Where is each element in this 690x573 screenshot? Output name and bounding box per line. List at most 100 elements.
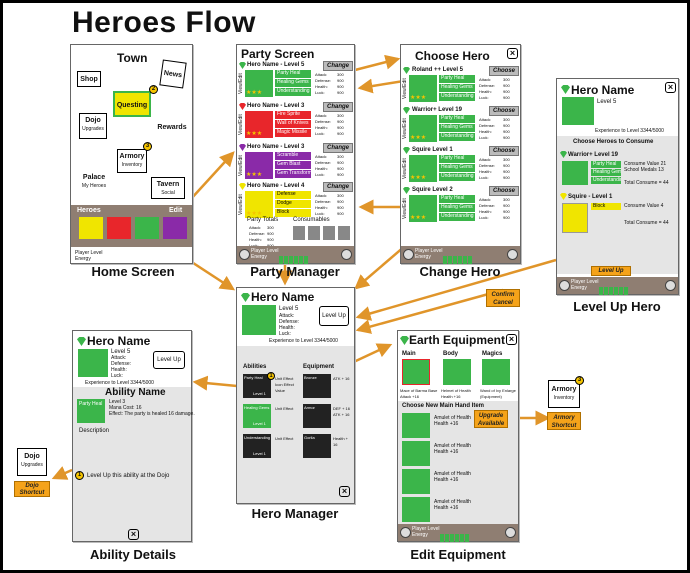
party-view-edit-tab[interactable]: View/Edit — [238, 155, 244, 176]
hero-slot-3[interactable] — [135, 217, 159, 239]
ability-close-button[interactable]: × — [128, 529, 139, 540]
ability-description-label: Description — [79, 428, 110, 434]
equip-main-slot[interactable] — [402, 359, 430, 385]
consumable-slot-4[interactable] — [338, 226, 350, 240]
consumable-slot-2[interactable] — [308, 226, 320, 240]
choose-hero-portrait[interactable] — [409, 115, 437, 142]
armory-shortcut-sub: Inventory — [553, 395, 575, 401]
party-left-circle[interactable] — [239, 249, 250, 260]
party-stat-value: 900 — [337, 84, 344, 89]
levelup-close-button[interactable]: × — [665, 82, 676, 93]
heroman-ability-slot[interactable] — [243, 434, 271, 458]
tavern-building[interactable]: Tavern Social — [151, 177, 185, 199]
hero-slot-2[interactable] — [107, 217, 131, 239]
consumable-slot-1[interactable] — [293, 226, 305, 240]
choose-button[interactable]: Choose — [489, 146, 519, 156]
heroman-equipment-heading: Equipment — [303, 364, 334, 370]
hero-slot-4[interactable] — [163, 217, 187, 239]
party-hero-gem-icon — [239, 183, 246, 190]
c2-portrait[interactable] — [562, 203, 588, 233]
party-hero-portrait[interactable] — [245, 191, 273, 218]
party-view-edit-tab[interactable]: View/Edit — [238, 194, 244, 215]
questing-building[interactable]: Questing — [113, 91, 151, 117]
levelup-button[interactable]: Level Up — [591, 266, 631, 276]
equip-item-slot[interactable] — [402, 497, 430, 522]
party-ability-pill: Understanding — [275, 88, 311, 96]
choose-stat-value: 900 — [503, 95, 510, 100]
heroman-equip-slot[interactable] — [303, 374, 331, 398]
choose-view-edit-tab[interactable]: View/Edit — [402, 78, 408, 99]
party-stat-label: Health: — [315, 205, 328, 210]
consumable-slot-3[interactable] — [323, 226, 335, 240]
heroman-ability-slot[interactable] — [243, 404, 271, 428]
c1-portrait[interactable] — [562, 161, 588, 185]
heroman-equip-slot[interactable] — [303, 434, 331, 458]
heroman-close-button[interactable]: × — [339, 486, 350, 497]
party-change-button[interactable]: Change — [323, 143, 353, 153]
armory-shortcut-button[interactable]: Armory Shortcut — [547, 412, 581, 430]
party-ability-pill: Block — [275, 209, 311, 217]
party-hero-portrait[interactable] — [245, 111, 273, 138]
party-view-edit-tab[interactable]: View/Edit — [238, 114, 244, 135]
party-hero-portrait[interactable] — [245, 152, 273, 179]
dojo-building[interactable]: Dojo Upgrades — [79, 113, 107, 139]
choose-right-circle[interactable] — [507, 249, 518, 260]
edit-label[interactable]: Edit — [169, 207, 183, 214]
hero-slot-1[interactable] — [79, 217, 103, 239]
armory-building[interactable]: Armory Inventory — [117, 149, 147, 173]
levelup-left-circle[interactable] — [559, 280, 570, 291]
arrow-ability-to-dojo — [51, 466, 73, 480]
dojo-shortcut-building[interactable]: Dojo Upgrades — [17, 448, 47, 476]
ability-levelup-button[interactable]: Level Up — [153, 351, 185, 369]
choose-button[interactable]: Choose — [489, 186, 519, 196]
choose-view-edit-tab[interactable]: View/Edit — [402, 158, 408, 179]
caption-level-up-hero: Level Up Hero — [573, 299, 661, 314]
party-stat-label: Attack: — [315, 72, 328, 77]
choose-view-edit-tab[interactable]: View/Edit — [402, 118, 408, 139]
equip-item-slot[interactable] — [402, 441, 430, 466]
choose-hero-portrait[interactable] — [409, 155, 437, 182]
caption-home: Home Screen — [91, 264, 175, 279]
news-building[interactable]: News — [159, 59, 187, 89]
party-stat-label: Health: — [315, 84, 328, 89]
choose-stat-label: Luck: — [479, 215, 489, 220]
equip-magic-slot[interactable] — [482, 359, 510, 385]
party-hero-portrait[interactable] — [245, 70, 273, 97]
choose-button[interactable]: Choose — [489, 66, 519, 76]
equip-body-slot[interactable] — [443, 359, 471, 385]
choose-stat-label: Health: — [479, 209, 492, 214]
palace-building[interactable]: Palace My Heroes — [77, 171, 111, 193]
choose-close-button[interactable]: × — [507, 48, 518, 59]
shop-building[interactable]: Shop — [77, 71, 101, 87]
upgrade-available-badge[interactable]: Upgrade Available — [474, 410, 508, 428]
choose-view-edit-tab[interactable]: View/Edit — [402, 198, 408, 219]
dojo-shortcut-button[interactable]: Dojo Shortcut — [14, 481, 50, 497]
heroman-levelup-button[interactable]: Level Up — [319, 306, 349, 326]
party-view-edit-tab[interactable]: View/Edit — [238, 73, 244, 94]
armory-shortcut-building[interactable]: Armory Inventory — [548, 380, 580, 408]
heroman-exp: Experience to Level 3344/5000 — [269, 338, 338, 344]
choose-button[interactable]: Choose — [489, 106, 519, 116]
party-right-circle[interactable] — [341, 249, 352, 260]
party-change-button[interactable]: Change — [323, 182, 353, 192]
equip-item-slot[interactable] — [402, 469, 430, 494]
equip-close-button[interactable]: × — [506, 334, 517, 345]
party-ability-pill: Dodge — [275, 200, 311, 208]
equip-left-circle[interactable] — [400, 527, 411, 538]
party-stat-label: Luck: — [315, 172, 325, 177]
party-change-button[interactable]: Change — [323, 61, 353, 71]
heroman-equip-slot[interactable] — [303, 404, 331, 428]
choose-hero-portrait[interactable] — [409, 195, 437, 222]
equip-item-slot[interactable] — [402, 413, 430, 438]
equip-right-circle[interactable] — [505, 527, 516, 538]
choose-hero-portrait[interactable] — [409, 75, 437, 102]
heroman-ability-effect: Unit Effect — [275, 406, 294, 411]
heroman-ability-name: Healing Gems — [244, 405, 270, 410]
levelup-right-circle[interactable] — [665, 280, 676, 291]
party-change-button[interactable]: Change — [323, 102, 353, 112]
heroman-ability-slot[interactable] — [243, 374, 271, 398]
choose-left-circle[interactable] — [403, 249, 414, 260]
rewards-building[interactable]: Rewards — [155, 121, 189, 135]
